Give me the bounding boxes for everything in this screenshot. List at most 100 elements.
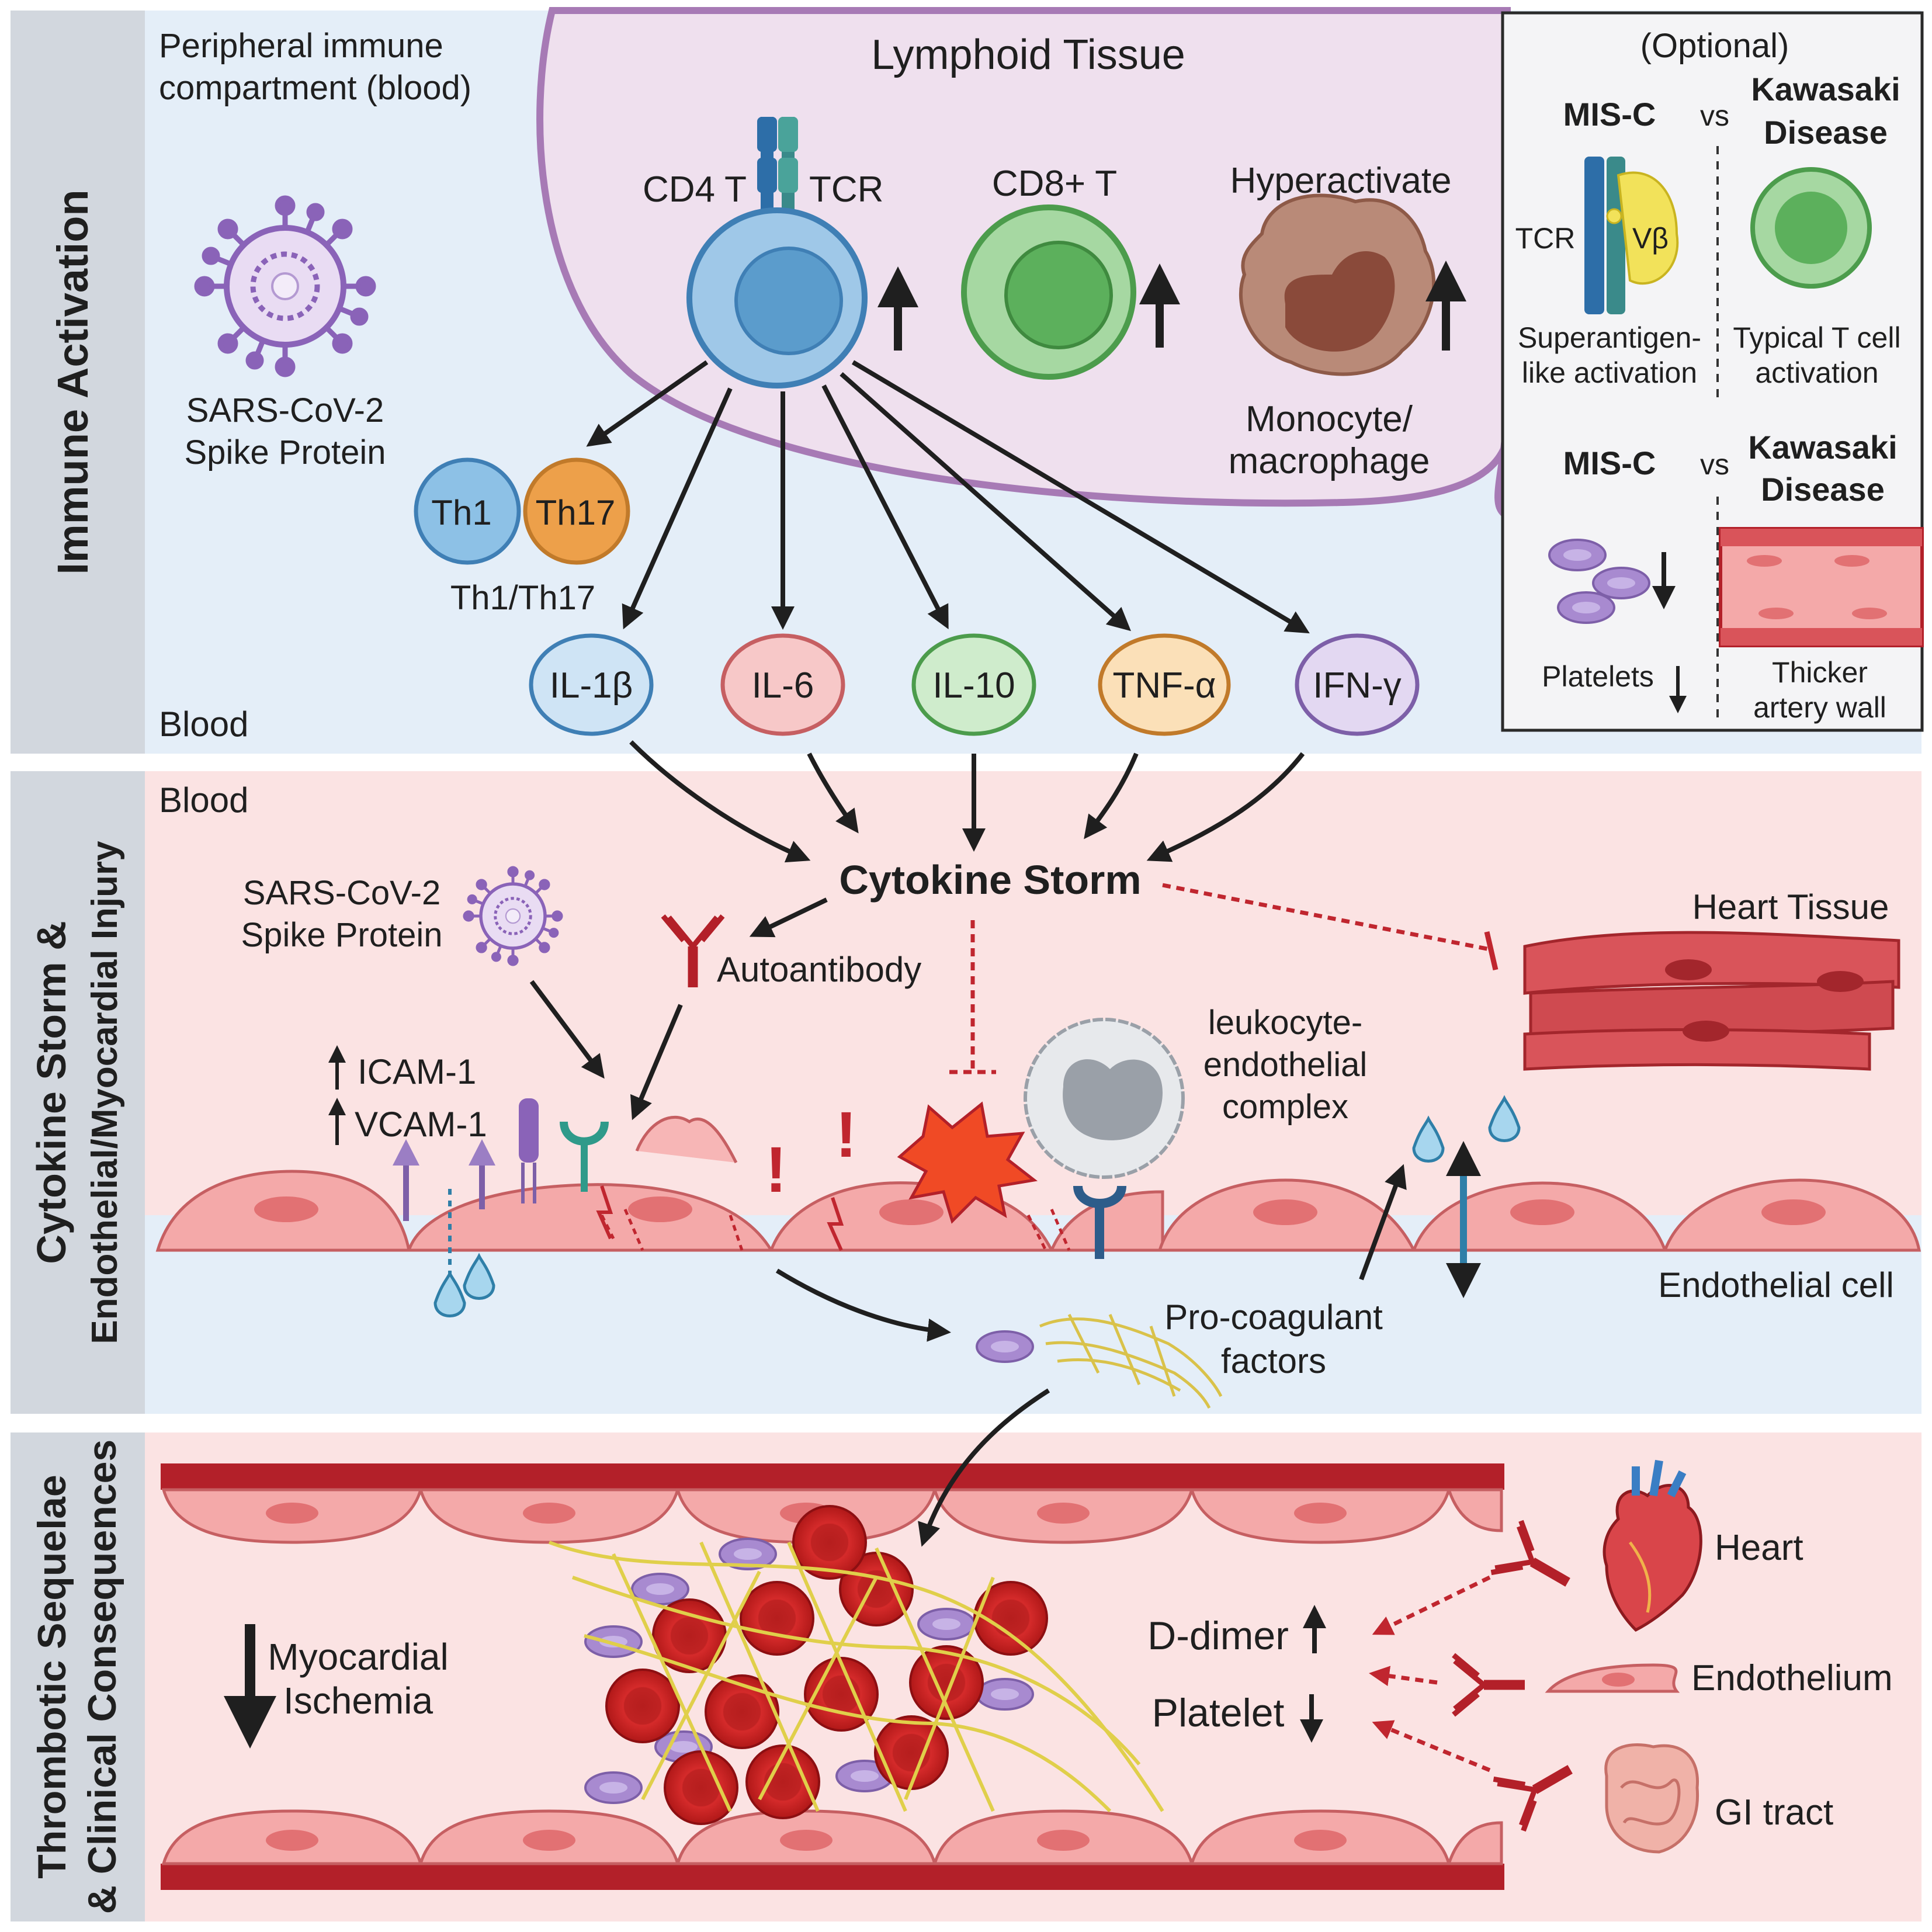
- leukocyte-endothelial-complex-icon: [1024, 1018, 1185, 1259]
- alert-icon: !: [835, 1099, 857, 1171]
- cd4-t-cell-icon: [686, 117, 868, 389]
- panel2-side-bar: [11, 771, 145, 1414]
- storm-inhibit-endothelium-line: [949, 920, 996, 1074]
- tcr-label-box: TCR: [1515, 222, 1576, 255]
- panel1-side-label: Immune Activation: [48, 189, 97, 574]
- th17-label: Th17: [536, 493, 616, 532]
- virus-label-line2: Spike Protein: [185, 433, 386, 471]
- misc-label-1: MIS-C: [1563, 96, 1656, 133]
- injury-burst-icon: [897, 1101, 1038, 1224]
- kawasaki-label-2-line2: Disease: [1761, 471, 1885, 508]
- endothelial-cell-label: Endothelial cell: [1658, 1265, 1894, 1305]
- gi-tract-icon: [1604, 1743, 1699, 1854]
- to-procoag-arrow: [775, 1268, 951, 1342]
- virus2-label-line2: Spike Protein: [241, 916, 443, 954]
- cytokine-storm-label: Cytokine Storm: [839, 857, 1141, 903]
- virus-label-line1: SARS-CoV-2: [186, 391, 384, 429]
- cd4-t-label: CD4 T: [643, 169, 747, 210]
- superantigen-line1: Superantigen-: [1518, 321, 1701, 354]
- th1-th17-caption: Th1/Th17: [450, 579, 595, 617]
- cytokine-il6: IL-6: [720, 633, 845, 736]
- cd8-t-label: CD8+ T: [992, 164, 1117, 204]
- misc-label-2: MIS-C: [1563, 445, 1656, 481]
- endothelium-label: Endothelium: [1691, 1658, 1893, 1698]
- procoag-label-line2: factors: [1221, 1341, 1326, 1381]
- storm-to-autoantibody-arrow: [749, 897, 828, 938]
- panel1-side-bar: [11, 11, 145, 754]
- complex-label-line2: endothelial: [1203, 1046, 1368, 1084]
- tcr-label: TCR: [809, 169, 883, 210]
- heart-tissue-icon: [1523, 931, 1900, 1071]
- platelet-icon: [1557, 591, 1615, 624]
- compartment-label-line2: compartment (blood): [159, 69, 471, 107]
- icam-label: ICAM-1: [358, 1052, 476, 1091]
- typical-line1: Typical T cell: [1733, 321, 1900, 354]
- cytokine-label: IL-6: [752, 665, 814, 706]
- damaged-cell-spike-icon: [635, 1115, 738, 1164]
- autoantibody-to-endothelium-arrow: [630, 1004, 683, 1121]
- gi-tract-label: GI tract: [1715, 1792, 1833, 1833]
- procoag-up-arrow: [1359, 1164, 1407, 1281]
- thicker-line2: artery wall: [1753, 691, 1886, 724]
- cytokine-label: TNF-α: [1112, 665, 1216, 706]
- procoag-to-thrombus-arrow: [918, 1388, 1050, 1547]
- injury-lightning-icon: [596, 1185, 613, 1240]
- cytokine-label: IFN-γ: [1313, 665, 1402, 706]
- panel2-side-label-line2: Endothelial/Myocardial Injury: [85, 841, 125, 1344]
- heart-label: Heart: [1715, 1528, 1803, 1568]
- cytokine-label: IL-1β: [550, 665, 633, 706]
- artery-wall-icon: [1719, 527, 1924, 647]
- platelet-label: Platelet: [1152, 1691, 1285, 1735]
- cytokine-tnfa: TNF-α: [1098, 633, 1231, 736]
- panel3-side-label-line1: Thrombotic Sequelae: [30, 1475, 74, 1878]
- endothelial-layer: [155, 1170, 1921, 1252]
- sars-cov-2-virus-icon-2: [464, 868, 561, 965]
- platelets-label: Platelets: [1542, 660, 1654, 693]
- injury-lightning-icon: [827, 1197, 844, 1251]
- heart-organ-icon: [1603, 1459, 1702, 1632]
- superantigen-line2: like activation: [1522, 356, 1697, 389]
- fibrin-mesh-icon: [1039, 1313, 1223, 1409]
- panel3-side-label-line2: & Clinical Consequences: [80, 1440, 124, 1914]
- superantigen-tcr-icon: [1584, 157, 1679, 314]
- compartment-label-line1: Peripheral immune: [159, 27, 443, 65]
- ischemia-label-line1: Myocardial: [268, 1636, 448, 1678]
- virus-to-receptor-arrow: [529, 980, 605, 1079]
- platelet-icon: [976, 1330, 1034, 1363]
- kawasaki-label-1-line2: Disease: [1764, 114, 1888, 151]
- fluid-droplet-icon: [1488, 1095, 1521, 1142]
- thicker-line1: Thicker: [1772, 656, 1868, 689]
- vs-label-2: vs: [1700, 448, 1729, 481]
- monocyte-macrophage-icon: [1239, 193, 1436, 376]
- blood-vessel-icon: [161, 1463, 1504, 1890]
- monocyte-label-line2: macrophage: [1229, 441, 1430, 481]
- sars-cov-2-virus-icon: [197, 198, 373, 374]
- cd4-output-arrows: [586, 360, 1310, 634]
- ddimer-label: D-dimer: [1147, 1614, 1289, 1658]
- th1-label: Th1: [431, 493, 491, 532]
- kawasaki-label-2-line1: Kawasaki: [1748, 429, 1897, 466]
- autoantibody-target-arrows: [1369, 1575, 1491, 1773]
- ischemia-label-line2: Ischemia: [283, 1680, 433, 1722]
- monocyte-label-line1: Monocyte/: [1246, 399, 1413, 439]
- vbeta-label: Vβ: [1632, 222, 1669, 255]
- endothelium-cell-icon: [1545, 1663, 1680, 1693]
- fluid-droplet-icon: [463, 1253, 495, 1300]
- typical-line2: activation: [1755, 356, 1878, 389]
- panel1-blood-label: Blood: [159, 705, 248, 744]
- kawasaki-label-1-line1: Kawasaki: [1751, 71, 1900, 107]
- typical-t-cell-icon: [1750, 167, 1872, 289]
- alert-icon: !: [765, 1134, 787, 1206]
- heart-tissue-label: Heart Tissue: [1692, 887, 1889, 927]
- cytokine-label: IL-10: [932, 665, 1015, 706]
- cytokine-il1b: IL-1β: [529, 633, 654, 736]
- cytokine-ifng: IFN-γ: [1295, 633, 1420, 736]
- cd8-t-cell-icon: [961, 204, 1136, 380]
- vs-label-1: vs: [1700, 99, 1729, 132]
- fluid-droplet-icon: [1412, 1115, 1445, 1163]
- thrombus-clot-icon: [548, 1505, 1164, 1825]
- hyperactivate-label: Hyperactivate: [1230, 161, 1451, 201]
- virus2-label-line1: SARS-CoV-2: [243, 874, 440, 912]
- adhesion-molecule-icons: [393, 1098, 609, 1221]
